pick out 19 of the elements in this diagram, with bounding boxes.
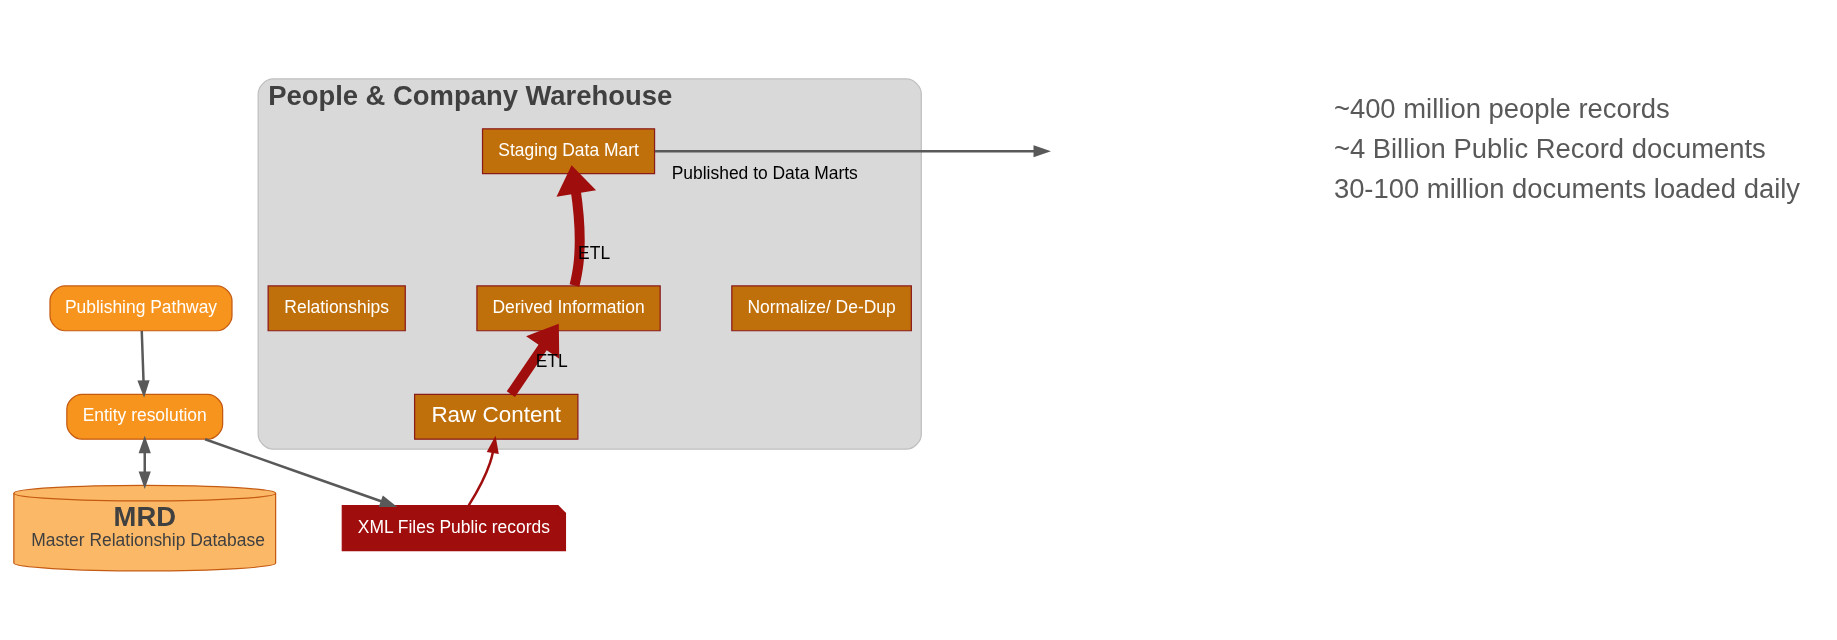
node-box: Entity resolution	[66, 393, 224, 440]
node-box: Staging Data Mart	[481, 128, 656, 175]
arrow	[138, 435, 151, 489]
arrow	[506, 323, 560, 397]
arrow	[467, 435, 499, 506]
node-box: Normalize/ De-Dup	[731, 285, 912, 332]
node-box: Relationships	[267, 285, 406, 332]
arrow	[137, 330, 150, 398]
arrow	[556, 165, 597, 287]
label: ~400 million people records	[1333, 93, 1670, 125]
edge-label: Published to Data Marts	[671, 163, 858, 184]
node-box: Publishing Pathway	[49, 285, 233, 332]
label: ~4 Billion Public Record documents	[1333, 133, 1766, 165]
node-box: Raw Content	[413, 393, 579, 440]
label: 30-100 million documents loaded daily	[1333, 173, 1801, 205]
arrow	[204, 438, 398, 507]
edge-label: ETL	[535, 351, 568, 372]
node-box: Derived Information	[476, 285, 661, 332]
arrow	[655, 145, 1051, 158]
